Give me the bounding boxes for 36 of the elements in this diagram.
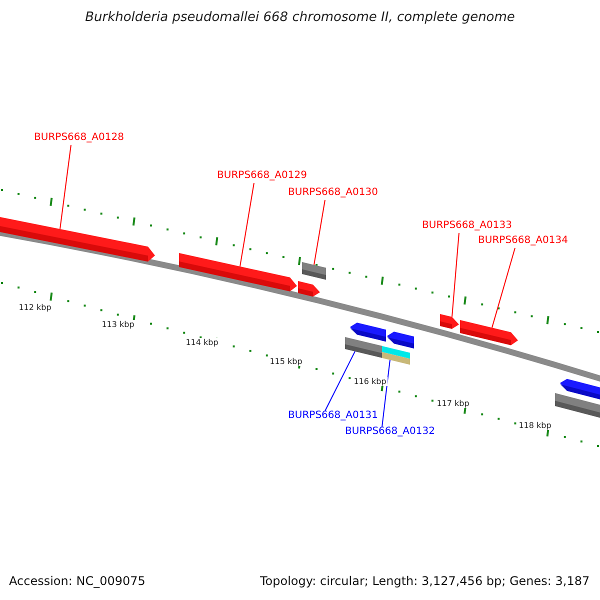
leader-line (324, 350, 356, 412)
scale-label: 113 kbp (100, 320, 136, 329)
gene-box (382, 346, 410, 365)
gene-box (345, 337, 382, 358)
gene-feature (179, 253, 297, 292)
gene-box (555, 393, 600, 420)
gene-feature (0, 216, 155, 262)
leader-line (314, 200, 326, 266)
accession-text: Accession: NC_009075 (9, 574, 146, 588)
gene-label: BURPS668_A0128 (34, 132, 124, 143)
gene-box (302, 262, 326, 280)
gene-label: BURPS668_A0132 (345, 426, 435, 437)
scale-label: 114 kbp (184, 338, 220, 347)
leader-line (452, 232, 460, 318)
leader-line (382, 359, 390, 428)
scale-label: 115 kbp (268, 357, 304, 366)
gene-label: BURPS668_A0133 (422, 220, 512, 231)
leader-line (240, 182, 254, 267)
genome-summary-text: Topology: circular; Length: 3,127,456 bp; Genes: 3,187 (260, 574, 590, 588)
scale-label: 118 kbp (518, 421, 552, 430)
leader-line (60, 144, 72, 230)
gene-label: BURPS668_A0129 (217, 170, 307, 181)
gene-feature (440, 314, 459, 329)
gene-feature (460, 320, 518, 346)
gene-feature (387, 332, 414, 348)
gene-feature (298, 281, 320, 297)
title: Burkholderia pseudomallei 668 chromosome II, complete genome (85, 10, 515, 25)
gene-feature (560, 378, 600, 401)
leader-line (492, 248, 516, 328)
gene-label: BURPS668_A0134 (478, 235, 568, 246)
scale-label: 116 kbp (352, 377, 388, 386)
gene-feature (350, 322, 386, 342)
scale-label: 117 kbp (436, 399, 470, 408)
gene-label: BURPS668_A0131 (288, 410, 378, 421)
scale-label: 112 kbp (18, 303, 52, 312)
gene-label: BURPS668_A0130 (288, 187, 378, 198)
